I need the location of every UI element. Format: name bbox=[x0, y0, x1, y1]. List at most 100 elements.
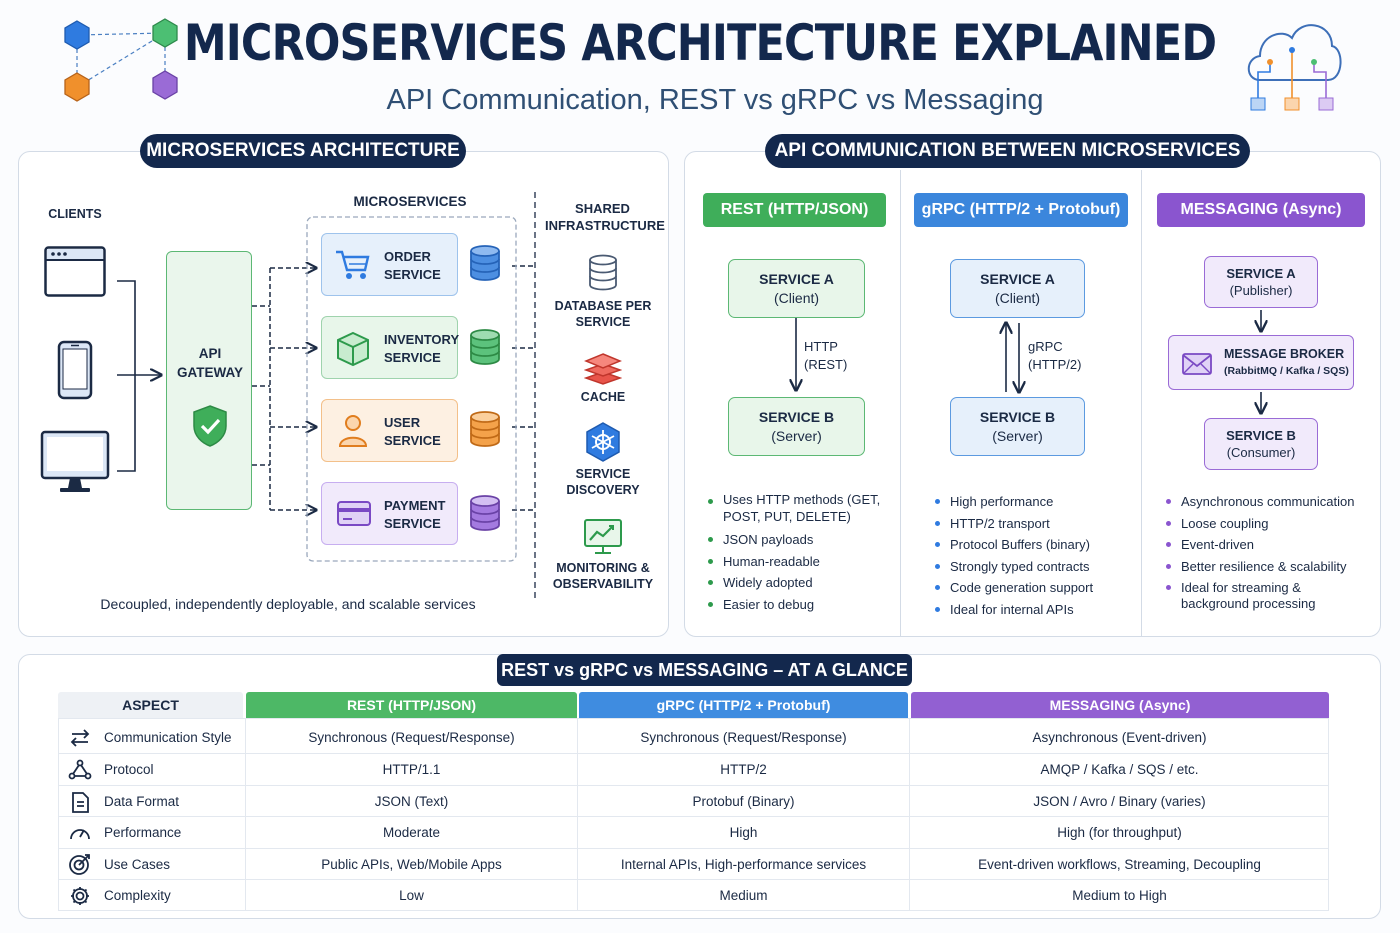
document-icon bbox=[72, 792, 89, 813]
table-row-line bbox=[58, 785, 1329, 786]
grpc-cell: Synchronous (Request/Response) bbox=[640, 730, 847, 745]
arrows-swap-icon bbox=[70, 729, 90, 747]
messaging-feature: Loose coupling bbox=[1165, 513, 1365, 535]
grpc-feature: HTTP/2 transport bbox=[934, 513, 1134, 535]
table-row-line bbox=[58, 848, 1329, 849]
column-divider bbox=[1141, 170, 1142, 636]
clients-label: CLIENTS bbox=[48, 207, 102, 221]
communication-arrows bbox=[684, 310, 1381, 481]
architecture-panel bbox=[18, 151, 669, 637]
architecture-caption: Decoupled, independently deployable, and… bbox=[100, 596, 476, 612]
grpc-cell: Protobuf (Binary) bbox=[692, 794, 795, 809]
messaging-consumer: SERVICE B (Consumer) bbox=[1204, 418, 1318, 470]
rest-service-b-role: (Server) bbox=[771, 427, 822, 444]
messaging-cell: Event-driven workflows, Streaming, Decou… bbox=[978, 857, 1261, 872]
user-service: USER SERVICE bbox=[321, 399, 458, 462]
message-broker-examples: (RabbitMQ / Kafka / SQS) bbox=[1224, 365, 1349, 377]
target-icon bbox=[69, 854, 90, 875]
api-gateway-label: API GATEWAY bbox=[176, 346, 243, 380]
payment-service-label: PAYMENT SERVICE bbox=[384, 498, 446, 531]
architecture-pill: MICROSERVICES ARCHITECTURE bbox=[140, 134, 466, 168]
grpc-feature: High performance bbox=[934, 491, 1134, 513]
rest-header: REST (HTTP/JSON) bbox=[703, 193, 886, 227]
rest-service-a: SERVICE A (Client) bbox=[728, 259, 865, 318]
column-header-grpc: gRPC (HTTP/2 + Protobuf) bbox=[579, 692, 908, 718]
monitoring-chart-icon bbox=[584, 519, 622, 554]
network-icon bbox=[68, 759, 92, 780]
cloud-network-icon bbox=[1247, 24, 1342, 111]
grpc-features: High performance HTTP/2 transport Protoc… bbox=[934, 491, 1134, 621]
column-header-aspect: ASPECT bbox=[58, 692, 243, 718]
column-divider bbox=[900, 170, 901, 636]
database-per-service-label: DATABASE PER SERVICE bbox=[554, 299, 652, 329]
messaging-feature: Ideal for streaming & background process… bbox=[1165, 577, 1365, 612]
package-box-icon bbox=[337, 331, 369, 367]
order-service-label: ORDER SERVICE bbox=[384, 249, 441, 282]
database-icon bbox=[470, 411, 500, 447]
grpc-cell: Internal APIs, High-performance services bbox=[620, 857, 867, 872]
rest-service-b-label: SERVICE B bbox=[758, 408, 835, 425]
rest-cell: Low bbox=[399, 888, 424, 903]
inventory-service-label: INVENTORY SERVICE bbox=[384, 332, 459, 365]
messaging-header: MESSAGING (Async) bbox=[1157, 193, 1365, 227]
database-icon bbox=[470, 329, 500, 365]
gear-icon bbox=[71, 887, 89, 905]
service-discovery-label: SERVICE DISCOVERY bbox=[566, 467, 640, 497]
grpc-feature: Strongly typed contracts bbox=[934, 556, 1134, 578]
user-icon bbox=[338, 415, 368, 447]
column-header-rest: REST (HTTP/JSON) bbox=[246, 692, 577, 718]
messaging-cell: Asynchronous (Event-driven) bbox=[1032, 730, 1207, 745]
shopping-cart-icon bbox=[336, 250, 370, 279]
messaging-publisher-role: (Publisher) bbox=[1229, 283, 1293, 298]
envelope-icon bbox=[1182, 353, 1212, 375]
messaging-consumer-role: (Consumer) bbox=[1226, 445, 1296, 460]
grpc-cell: HTTP/2 bbox=[720, 762, 767, 777]
grpc-cell: High bbox=[729, 825, 758, 840]
rest-feature: Uses HTTP methods (GET, POST, PUT, DELET… bbox=[707, 491, 892, 525]
payment-service: PAYMENT SERVICE bbox=[321, 482, 458, 545]
rest-features: Uses HTTP methods (GET, POST, PUT, DELET… bbox=[707, 491, 892, 615]
table-row-line bbox=[58, 753, 1329, 754]
database-outline-icon bbox=[589, 254, 617, 291]
rest-feature: Widely adopted bbox=[707, 572, 892, 594]
monitoring-label: MONITORING & OBSERVABILITY bbox=[552, 561, 654, 591]
messaging-publisher-label: SERVICE A bbox=[1226, 266, 1296, 281]
page-subtitle: API Communication, REST vs gRPC vs Messa… bbox=[386, 84, 1044, 116]
aspect-cell: Protocol bbox=[104, 762, 154, 777]
messaging-cell: JSON / Avro / Binary (varies) bbox=[1033, 794, 1206, 809]
messaging-feature: Better resilience & scalability bbox=[1165, 556, 1365, 578]
service-databases bbox=[470, 245, 500, 531]
grpc-arrow-label: gRPC (HTTP/2) bbox=[1028, 339, 1082, 372]
messaging-consumer-label: SERVICE B bbox=[1226, 428, 1296, 443]
messaging-cell: High (for throughput) bbox=[1057, 825, 1182, 840]
grpc-header: gRPC (HTTP/2 + Protobuf) bbox=[914, 193, 1128, 227]
rest-feature: JSON payloads bbox=[707, 529, 892, 551]
aspect-cell: Performance bbox=[104, 825, 182, 840]
database-icon bbox=[470, 245, 500, 281]
table-column-line bbox=[909, 718, 910, 911]
column-header-messaging: MESSAGING (Async) bbox=[911, 692, 1329, 718]
user-service-label: USER SERVICE bbox=[384, 415, 441, 448]
architecture-connectors bbox=[117, 192, 536, 598]
messaging-publisher: SERVICE A (Publisher) bbox=[1204, 256, 1318, 308]
row-icons bbox=[68, 729, 92, 905]
page-title: MICROSERVICES ARCHITECTURE EXPLAINED bbox=[183, 14, 1217, 72]
grpc-service-a: SERVICE A (Client) bbox=[950, 259, 1085, 318]
rest-cell: Moderate bbox=[382, 825, 441, 840]
communication-pill: API COMMUNICATION BETWEEN MICROSERVICES bbox=[765, 134, 1250, 168]
gauge-icon bbox=[70, 829, 90, 840]
browser-icon bbox=[44, 246, 106, 297]
cubes-network-logo bbox=[64, 18, 178, 102]
rest-service-a-role: (Client) bbox=[773, 289, 820, 306]
communication-panel bbox=[684, 151, 1381, 637]
database-icon bbox=[470, 495, 500, 531]
rest-cell: Public APIs, Web/Mobile Apps bbox=[321, 857, 502, 872]
shared-infrastructure-label: SHARED INFRASTRUCTURE bbox=[545, 201, 665, 233]
rest-cell: Synchronous (Request/Response) bbox=[308, 730, 515, 745]
rest-service-a-label: SERVICE A bbox=[759, 270, 834, 287]
grpc-service-b-role: (Server) bbox=[992, 427, 1043, 444]
mobile-phone-icon bbox=[57, 340, 93, 400]
shield-check-icon bbox=[193, 405, 227, 447]
microservices-label: MICROSERVICES bbox=[353, 194, 467, 209]
grpc-feature: Ideal for internal APIs bbox=[934, 599, 1134, 621]
